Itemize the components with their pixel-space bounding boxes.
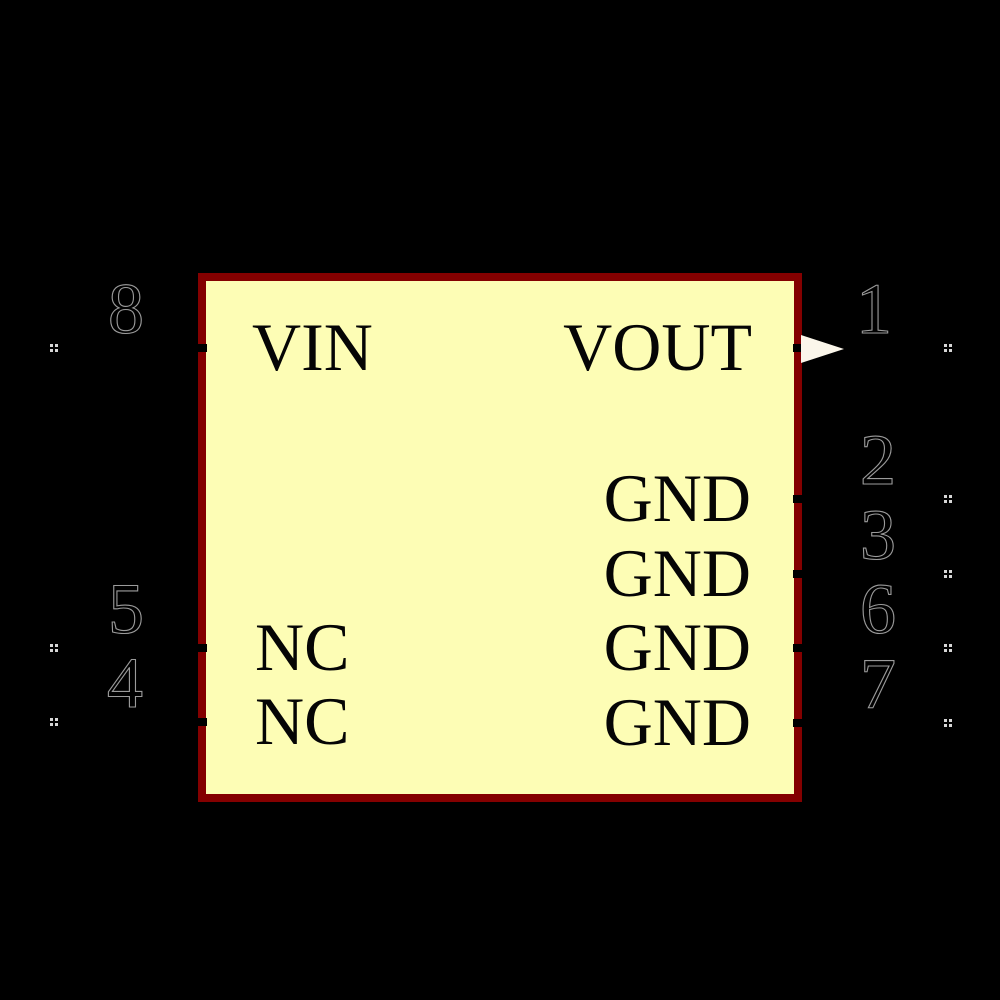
pin-end-dots-icon-3 — [944, 570, 947, 573]
output-arrow-icon — [801, 335, 844, 363]
component-body — [198, 273, 802, 802]
pin-number-4: 4 — [106, 643, 143, 723]
pin-label-nc-4: NC — [255, 683, 350, 759]
pin-number-6: 6 — [859, 569, 896, 649]
pin-end-dots-icon-4 — [50, 718, 53, 721]
pin-number-2: 2 — [859, 420, 896, 500]
pin-label-gnd-3: GND — [603, 535, 751, 611]
pin-label-gnd-6: GND — [603, 609, 751, 685]
pin-stub-3 — [793, 570, 808, 578]
pin-number-7: 7 — [859, 644, 896, 724]
pin-end-dots-icon-2 — [944, 495, 947, 498]
pin-end-dots-icon-7 — [944, 719, 947, 722]
pin-stub-4 — [193, 718, 207, 726]
pin-stub-2 — [793, 495, 808, 503]
pin-end-dots-icon-5 — [50, 644, 53, 647]
pin-stub-8 — [193, 344, 207, 352]
pin-label-vin: VIN — [252, 309, 373, 385]
pin-end-dots-icon-8 — [50, 344, 53, 347]
pin-stub-7 — [793, 719, 808, 727]
pin-label-nc-5: NC — [255, 609, 350, 685]
pin-stub-5 — [193, 644, 207, 652]
pin-label-vout: VOUT — [563, 309, 752, 385]
pin-number-5: 5 — [107, 569, 144, 649]
pin-number-1: 1 — [855, 269, 892, 349]
pin-stub-1 — [793, 344, 808, 352]
pin-number-8: 8 — [107, 269, 144, 349]
pin-label-gnd-2: GND — [603, 460, 751, 536]
pin-end-dots-icon-6 — [944, 644, 947, 647]
pin-label-gnd-7: GND — [603, 684, 751, 760]
pin-end-dots-icon-1 — [944, 344, 947, 347]
pin-stub-6 — [793, 644, 808, 652]
pin-number-3: 3 — [859, 495, 896, 575]
